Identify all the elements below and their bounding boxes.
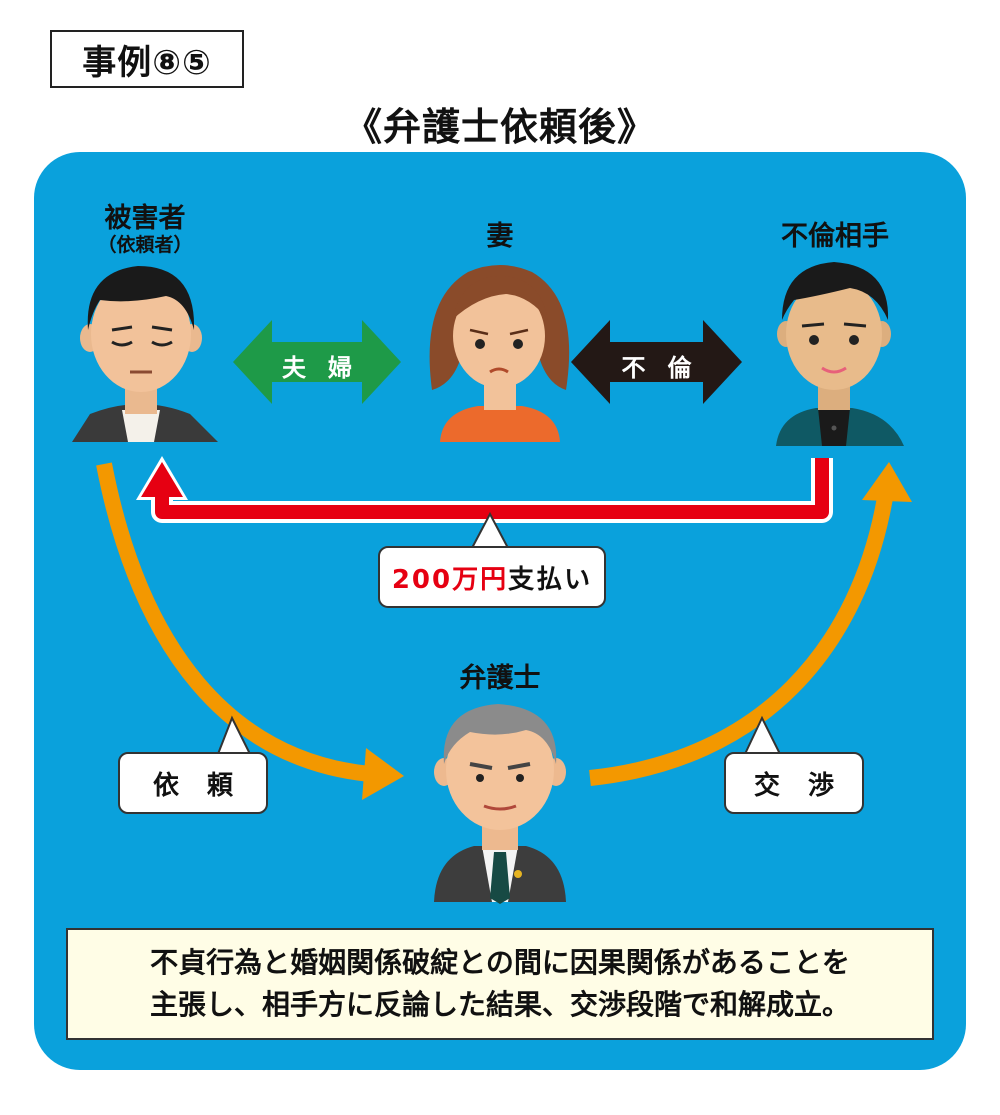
partner-label: 不倫相手: [781, 221, 889, 252]
summary-box: 不貞行為と婚姻関係破綻との間に因果関係があることを 主張し、相手方に反論した結果…: [66, 928, 934, 1040]
page-title: 《弁護士依頼後》: [343, 105, 656, 149]
affair-arrow: [571, 320, 742, 404]
affair-label: 不倫: [621, 354, 714, 382]
negotiation-arrow: [589, 490, 894, 786]
victim-label: 被害者 （依頼者）: [70, 203, 220, 257]
couple-label: 夫婦: [282, 354, 374, 382]
request-bubble: 依頼: [118, 752, 268, 814]
victim-figure: [72, 266, 218, 442]
victim-subtitle: （依頼者）: [97, 234, 193, 256]
wife-figure: [429, 265, 570, 442]
case-label: 事例⑧⑤: [50, 30, 244, 88]
couple-arrow: [233, 320, 401, 404]
negotiation-arrowhead: [862, 462, 912, 502]
lawyer-figure: [434, 704, 566, 904]
summary-line-1: 不貞行為と婚姻関係破綻との間に因果関係があることを: [150, 946, 850, 979]
request-arrow: [96, 462, 371, 782]
lawyer-label: 弁護士: [459, 663, 541, 694]
payment-arrowhead: [141, 462, 183, 497]
payment-amount: 200万円: [391, 564, 509, 595]
negotiation-bubble: 交渉: [724, 752, 864, 814]
wife-label: 妻: [486, 221, 514, 252]
payment-bubble: 200万円支払い: [378, 546, 606, 608]
payment-text: 支払い: [508, 564, 593, 595]
summary-line-2: 主張し、相手方に反論した結果、交渉段階で和解成立。: [149, 988, 850, 1021]
request-arrowhead: [362, 748, 404, 800]
victim-name: 被害者: [104, 203, 186, 234]
partner-figure: [776, 262, 904, 446]
